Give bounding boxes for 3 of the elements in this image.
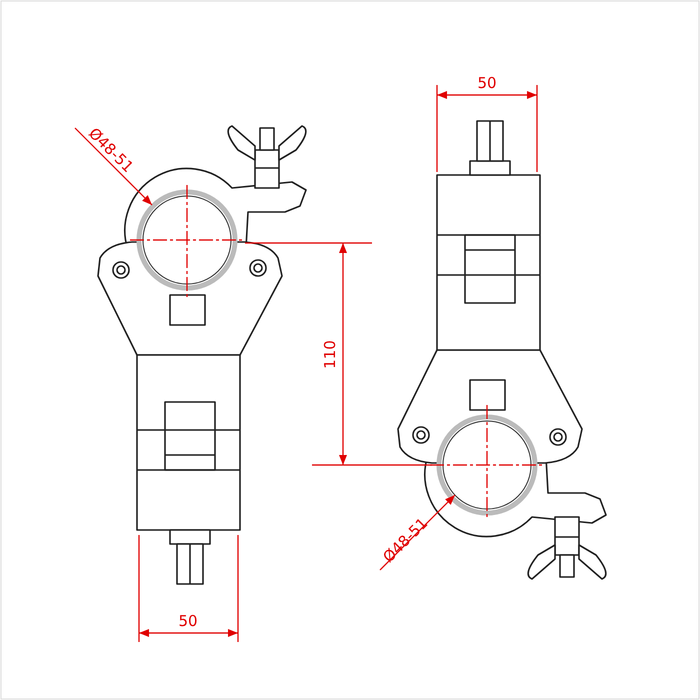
dimension-label: 110: [322, 340, 338, 368]
dimension-label: 50: [178, 614, 198, 628]
dimension-label: 50: [478, 76, 497, 90]
